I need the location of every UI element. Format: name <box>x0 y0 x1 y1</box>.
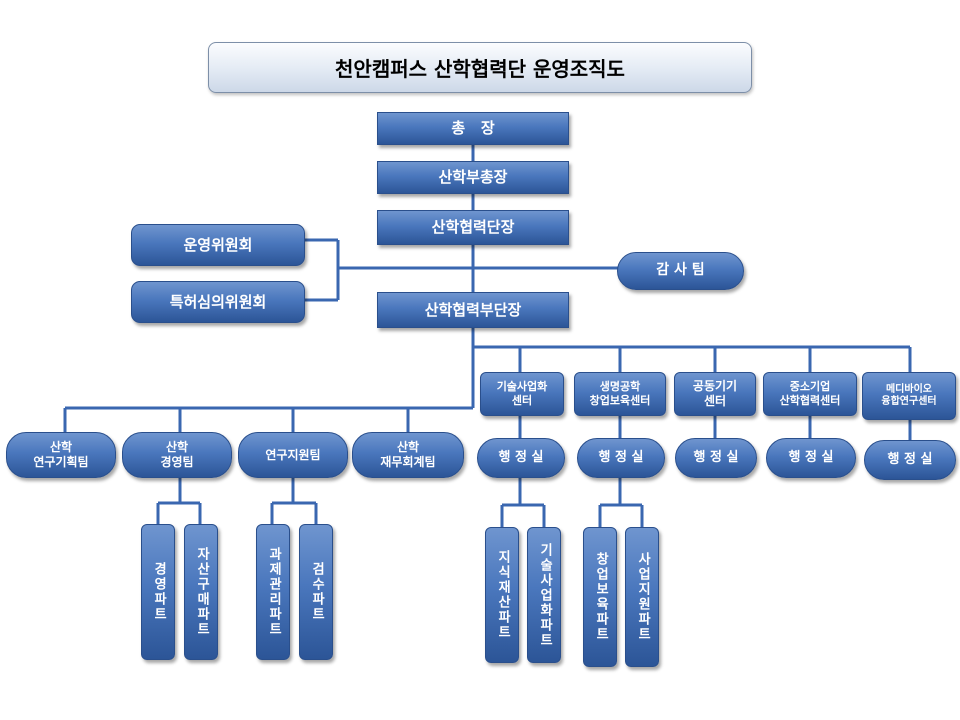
patent-committee-box: 특허심의위원회 <box>131 281 305 323</box>
center-biotech-incubation: 생명공학 창업보육센터 <box>574 372 666 416</box>
audit-team-box: 감 사 팀 <box>617 252 744 290</box>
president-box: 총 장 <box>377 112 569 145</box>
vice-president-box: 산학부총장 <box>377 161 569 194</box>
deputy-director-box: 산학협력부단장 <box>377 292 569 328</box>
team-research-support: 연구지원팀 <box>238 432 348 478</box>
team-research-planning: 산학 연구기획팀 <box>6 432 116 478</box>
part-inspection: 검수파트 <box>299 524 333 660</box>
part-startup-incubation: 창업보육파트 <box>583 527 617 667</box>
part-business-support: 사업지원파트 <box>625 527 659 667</box>
admin-office-bio: 행 정 실 <box>577 438 665 478</box>
part-intellectual-property: 지식재산파트 <box>485 527 519 663</box>
admin-office-equipment: 행 정 실 <box>675 438 757 478</box>
part-management: 경영파트 <box>141 524 175 660</box>
center-medi-bio: 메디바이오 융합연구센터 <box>862 372 956 420</box>
center-shared-equipment: 공동기기 센터 <box>674 372 756 416</box>
part-project-management: 과제관리파트 <box>256 524 290 660</box>
director-box: 산학협력단장 <box>377 210 569 245</box>
part-asset-purchase: 자산구매파트 <box>184 524 218 660</box>
center-tech-commercialization: 기술사업화 센터 <box>480 372 564 416</box>
team-finance-accounting: 산학 재무회계팀 <box>352 432 464 478</box>
admin-office-medi-bio: 행 정 실 <box>864 440 956 480</box>
admin-office-tech: 행 정 실 <box>477 438 565 478</box>
team-management: 산학 경영팀 <box>122 432 232 478</box>
page-title: 천안캠퍼스 산학협력단 운영조직도 <box>208 42 752 93</box>
admin-office-sme: 행 정 실 <box>766 438 856 478</box>
part-tech-commercialization: 기술사업화파트 <box>527 527 561 663</box>
operating-committee-box: 운영위원회 <box>131 224 305 266</box>
center-sme-cooperation: 중소기업 산학협력센터 <box>763 372 857 416</box>
